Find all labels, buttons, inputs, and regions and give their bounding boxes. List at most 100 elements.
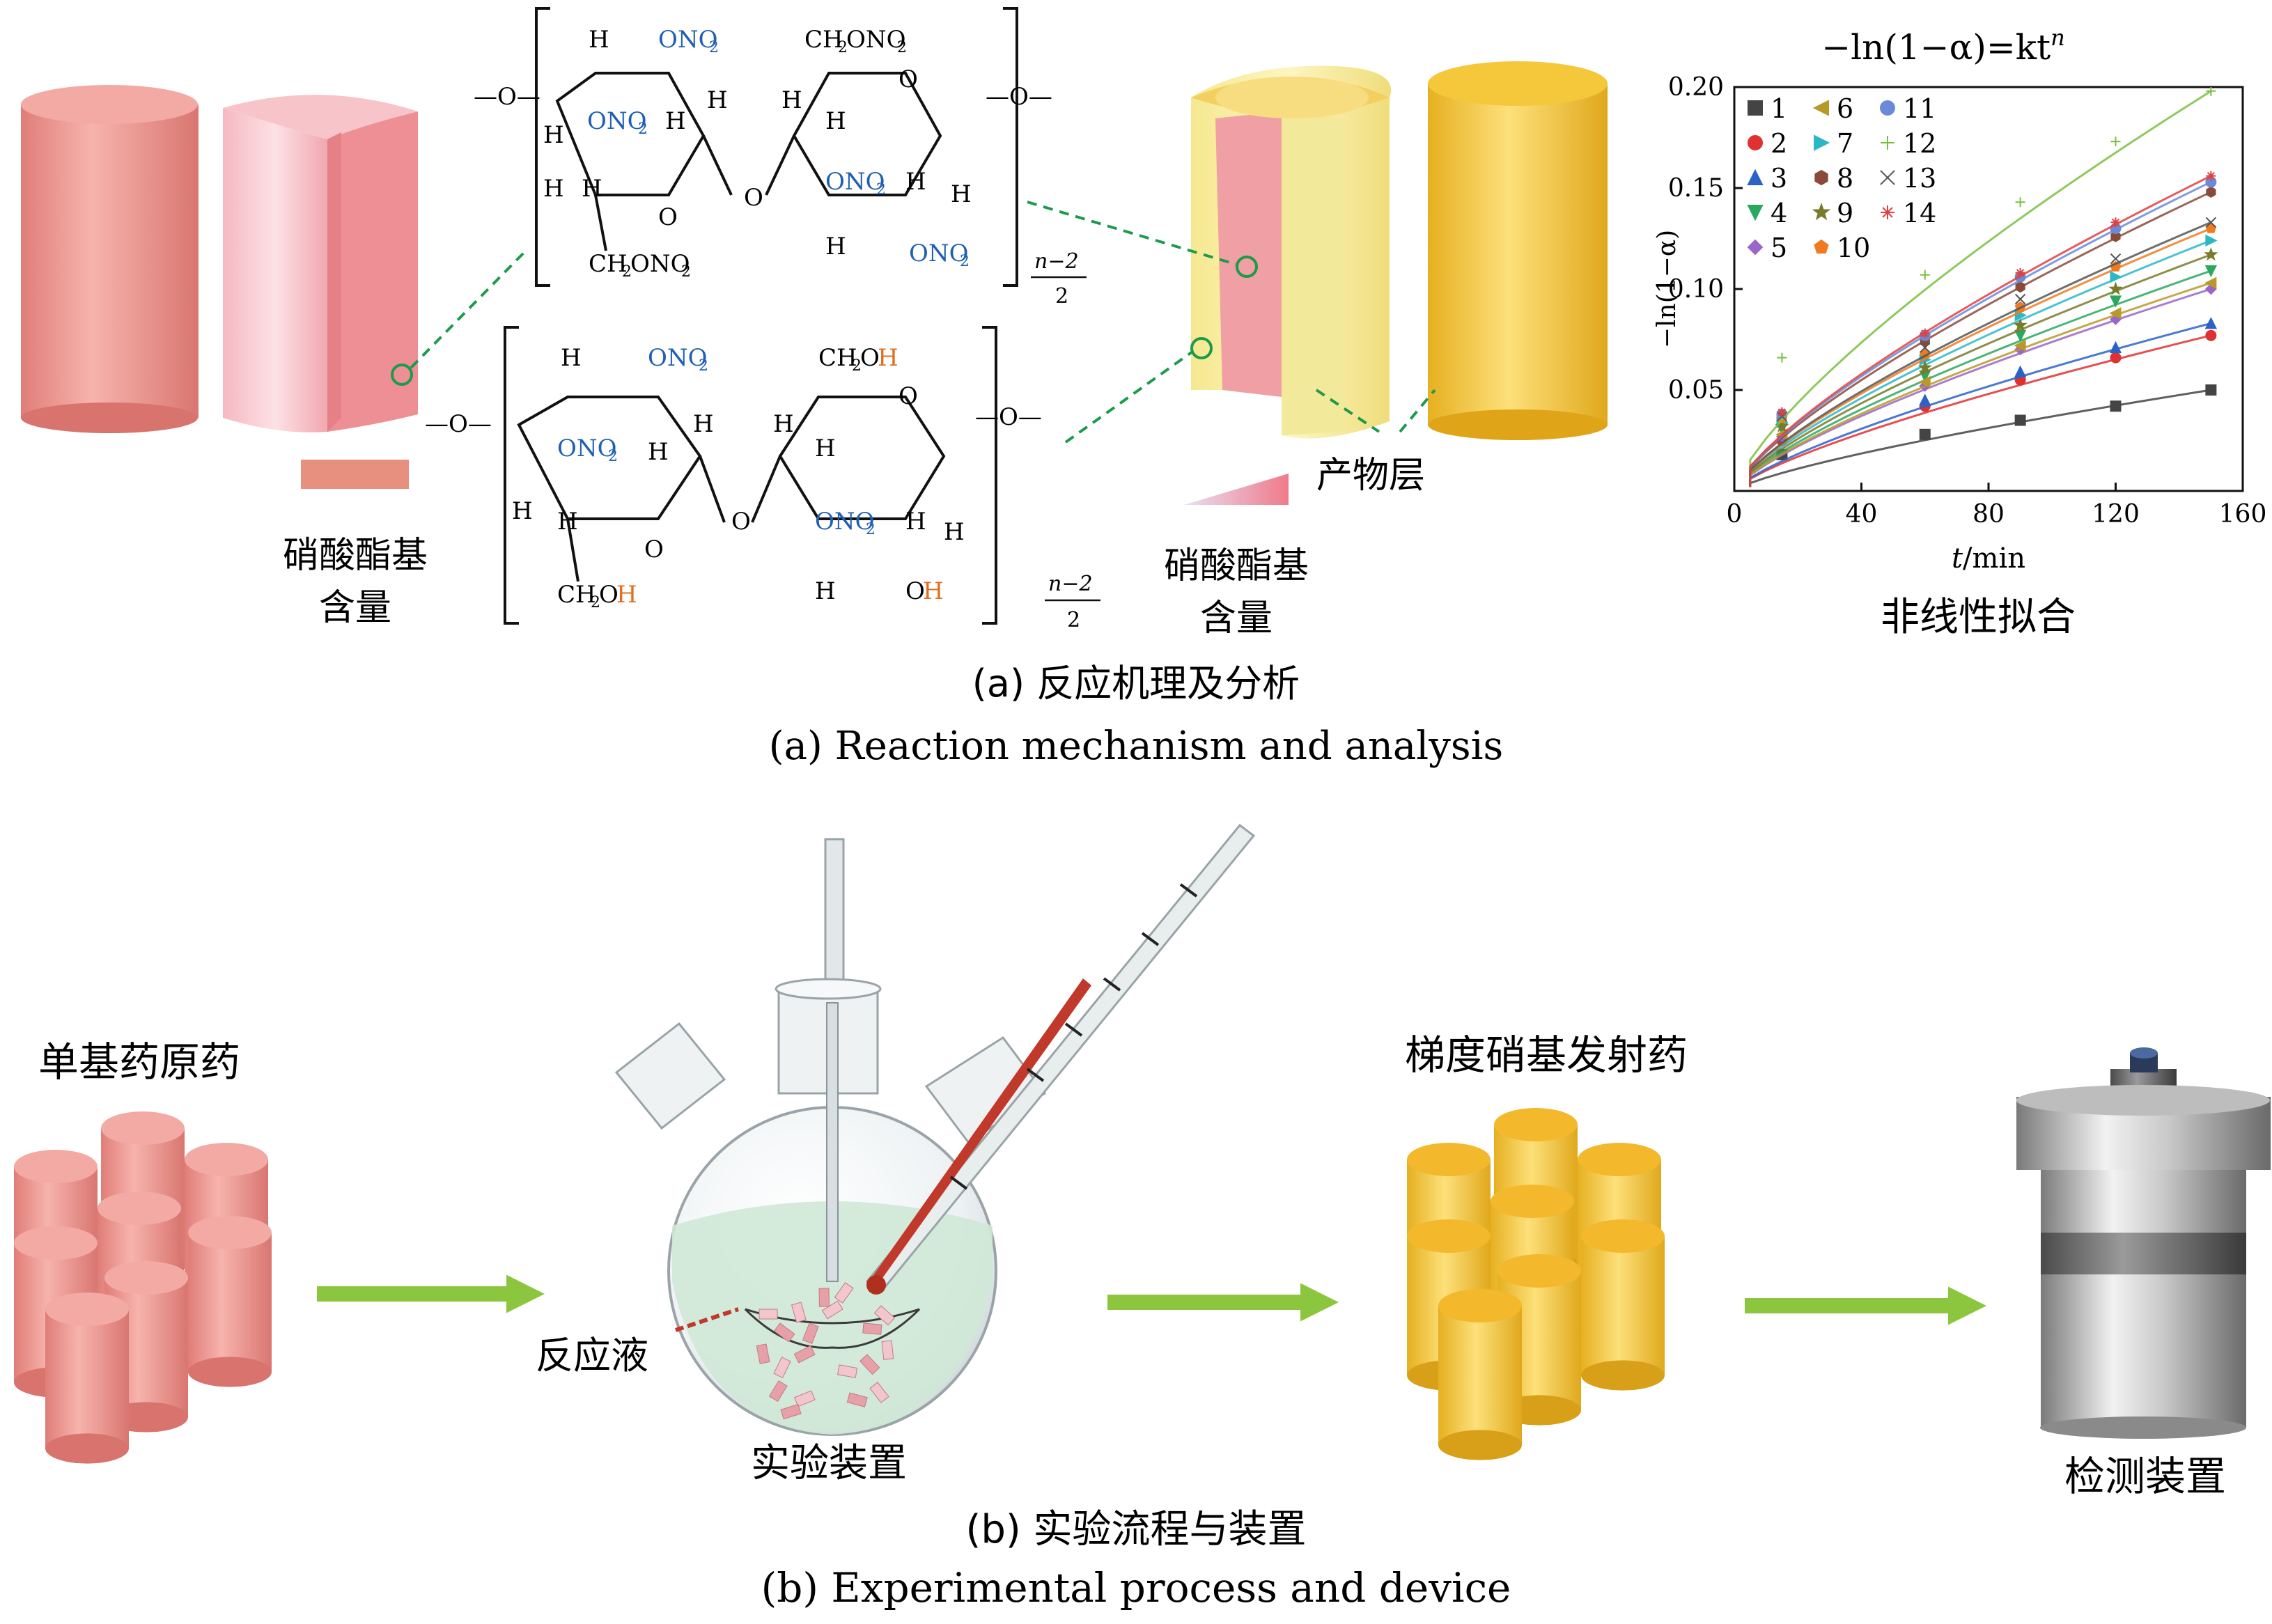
legend-label: 10 xyxy=(1837,233,1870,263)
cut-yellow-cylinder xyxy=(1191,65,1392,439)
data-point xyxy=(1881,136,1894,150)
legend-label: 4 xyxy=(1771,198,1787,228)
svg-text:2: 2 xyxy=(1067,608,1080,632)
x-tick-label: 120 xyxy=(2092,500,2140,529)
fit-curve xyxy=(1749,389,2211,487)
data-point xyxy=(2110,400,2122,412)
series-9 xyxy=(1749,247,2218,487)
x-tick-label: 160 xyxy=(2219,500,2267,529)
fit-curve xyxy=(1749,191,2212,487)
data-point xyxy=(2014,365,2027,377)
fit-curve xyxy=(1749,288,2211,487)
data-point xyxy=(1812,203,1831,221)
svg-text:H: H xyxy=(648,438,669,466)
panel-b-caption-zh: (b) 实验流程与装置 xyxy=(965,1507,1306,1552)
yellow-cylinder xyxy=(1428,61,1608,440)
data-point xyxy=(2204,247,2218,261)
y-tick-label: 0.15 xyxy=(1668,174,1724,203)
data-point xyxy=(2204,265,2217,278)
svg-text:H: H xyxy=(616,581,637,609)
data-point xyxy=(1812,100,1829,116)
svg-text:O: O xyxy=(898,65,918,93)
svg-text:CH: CH xyxy=(557,581,596,609)
svg-text:H: H xyxy=(825,107,846,135)
legend-entry-5: 5 xyxy=(1747,233,1787,263)
svg-text:2: 2 xyxy=(876,181,886,198)
thermometer xyxy=(865,823,1256,1295)
series-7 xyxy=(1749,234,2218,487)
fit-curve xyxy=(1749,270,2211,487)
y-axis-label: −ln(1−α) xyxy=(1653,230,1681,348)
svg-text:H: H xyxy=(707,86,728,114)
fit-curve xyxy=(1749,240,2211,487)
svg-text:n−2: n−2 xyxy=(1048,572,1093,596)
x-axis-label: t/min xyxy=(1952,542,2025,575)
nitrate-content-bar-left xyxy=(301,460,409,489)
data-point xyxy=(2014,414,2026,426)
pellet-particle xyxy=(791,1302,807,1323)
svg-text:O: O xyxy=(860,344,880,372)
x-tick-label: 40 xyxy=(1846,500,1878,529)
data-point xyxy=(2206,171,2216,181)
svg-text:CH: CH xyxy=(818,344,857,372)
data-point xyxy=(2110,352,2122,364)
legend-entry-3: 3 xyxy=(1747,163,1787,194)
legend-label: 9 xyxy=(1837,198,1853,228)
pellet-particle xyxy=(869,1382,889,1403)
svg-text:H: H xyxy=(781,86,802,114)
data-point xyxy=(1920,270,1930,280)
pellet-particle xyxy=(881,1340,894,1360)
svg-text:—O—: —O— xyxy=(986,83,1052,111)
fit-curve xyxy=(1749,253,2211,487)
data-point xyxy=(1881,205,1894,219)
solution-label: 反应液 xyxy=(536,1334,648,1377)
svg-text:H: H xyxy=(905,508,926,536)
gradient-propellant-label: 梯度硝基发射药 xyxy=(1405,1031,1688,1079)
raw-cylinder xyxy=(21,85,199,433)
pellet-particle xyxy=(793,1390,816,1407)
series-4 xyxy=(1749,265,2217,487)
legend-entry-7: 7 xyxy=(1814,128,1853,159)
data-point xyxy=(1747,205,1764,221)
panel-a-caption-en: (a) Reaction mechanism and analysis xyxy=(769,724,1503,769)
svg-text:O: O xyxy=(658,203,678,231)
data-point xyxy=(1919,428,1931,440)
yellow-pellet xyxy=(1581,1219,1665,1391)
legend-entry-11: 11 xyxy=(1880,93,1936,124)
pellet-particle xyxy=(768,1380,788,1402)
pellet-particle xyxy=(802,1322,819,1344)
svg-text:O: O xyxy=(905,577,925,605)
fit-curve xyxy=(1749,227,2211,487)
legend-entry-12: 12 xyxy=(1881,128,1936,159)
legend-entry-14: 14 xyxy=(1881,198,1936,228)
legend-label: 14 xyxy=(1903,198,1936,228)
raw-propellant-cluster xyxy=(14,1111,272,1464)
legend-label: 7 xyxy=(1837,128,1853,159)
data-point xyxy=(1777,352,1787,363)
data-point xyxy=(1747,239,1764,256)
pellet-particle xyxy=(756,1343,770,1364)
apparatus-label: 实验装置 xyxy=(751,1441,907,1486)
svg-text:O: O xyxy=(599,581,618,609)
pellet-particle xyxy=(834,1282,854,1304)
svg-text:H: H xyxy=(878,344,898,372)
legend-entry-9: 9 xyxy=(1812,198,1853,228)
fit-curve xyxy=(1749,281,2211,487)
data-point xyxy=(1748,100,1763,116)
svg-text:H: H xyxy=(512,497,533,525)
left-content-label-1: 硝酸酯基 xyxy=(283,535,428,577)
legend-entry-4: 4 xyxy=(1747,198,1787,228)
pellet-particle xyxy=(837,1364,858,1378)
pellet-particle xyxy=(873,1305,896,1326)
svg-text:H: H xyxy=(665,107,686,135)
data-point xyxy=(1918,375,1931,389)
svg-text:ONO: ONO xyxy=(846,26,906,54)
svg-text:O: O xyxy=(644,536,664,563)
y-tick-label: 0.05 xyxy=(1668,376,1724,405)
cut-pink-cylinder xyxy=(223,95,418,432)
chart-title: −ln(1−α)=ktn xyxy=(1821,24,2064,68)
svg-text:ONO: ONO xyxy=(909,240,969,267)
svg-text:ONO: ONO xyxy=(825,168,885,196)
data-point xyxy=(1814,134,1830,151)
